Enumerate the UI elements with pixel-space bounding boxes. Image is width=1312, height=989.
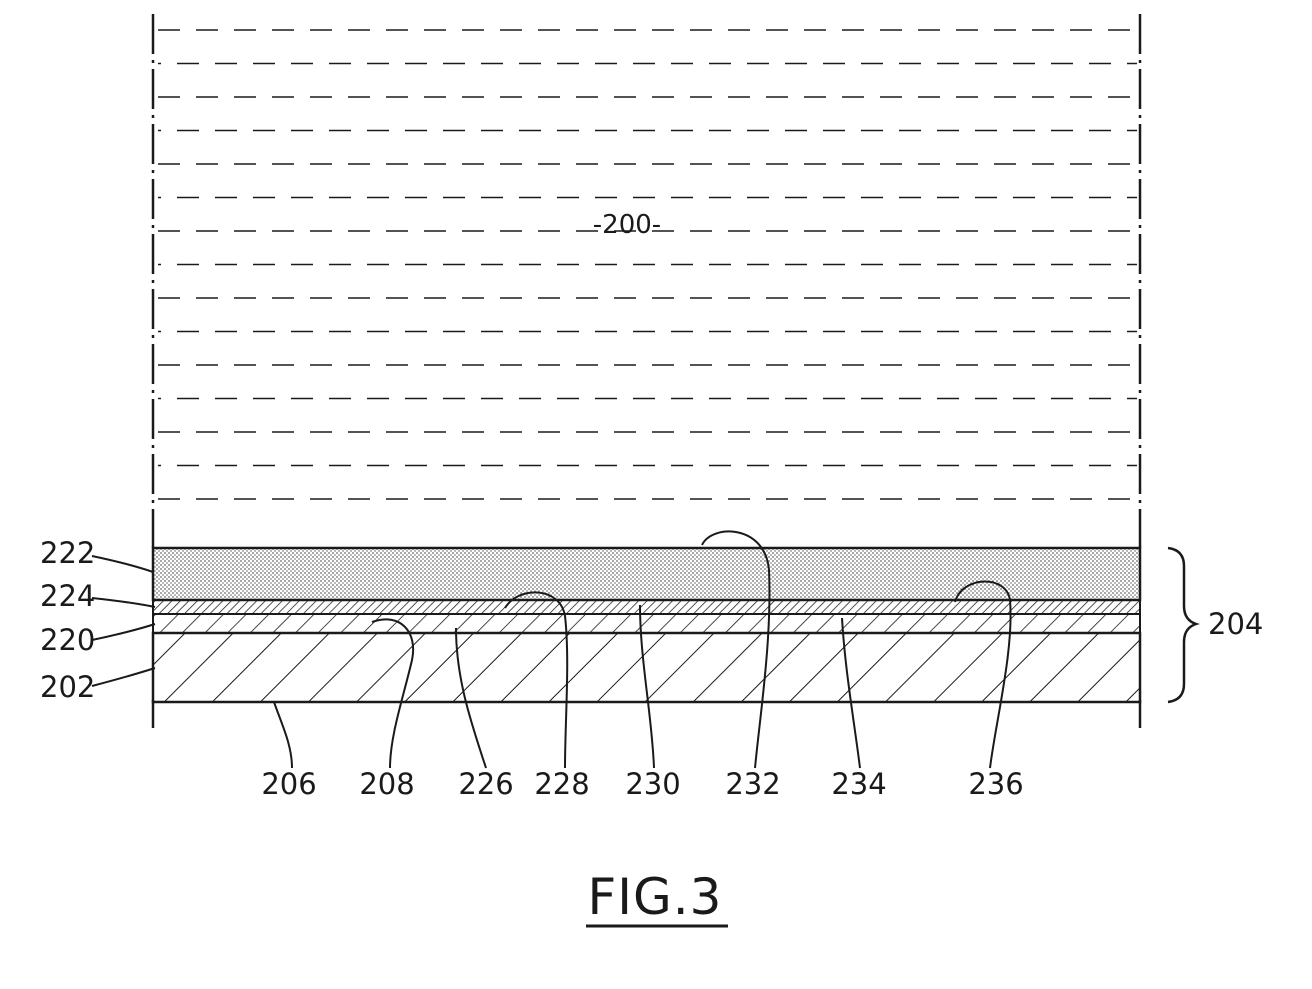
layer-220 [153,614,1140,633]
bracket-204 [1168,548,1196,702]
label-228: 228 [534,767,589,801]
label-230: 230 [625,767,680,801]
label-226: 226 [458,767,513,801]
layer-222 [153,548,1140,600]
leader-224 [92,598,155,607]
leader-222 [92,556,153,572]
label-208: 208 [359,767,414,801]
label-202: 202 [40,670,95,704]
label-206: 206 [261,767,316,801]
label-222: 222 [40,536,95,570]
medium-200-region [158,30,1137,499]
layer-224 [153,600,1140,614]
medium-label: -200- [593,210,661,240]
label-234: 234 [831,767,886,801]
label-236: 236 [968,767,1023,801]
leader-220 [92,624,155,640]
label-224: 224 [40,579,95,613]
figure-title: FIG.3 [588,868,723,926]
leader-202 [92,668,155,686]
label-204: 204 [1208,607,1263,641]
label-232: 232 [725,767,780,801]
leader-206 [274,702,292,768]
label-220: 220 [40,623,95,657]
